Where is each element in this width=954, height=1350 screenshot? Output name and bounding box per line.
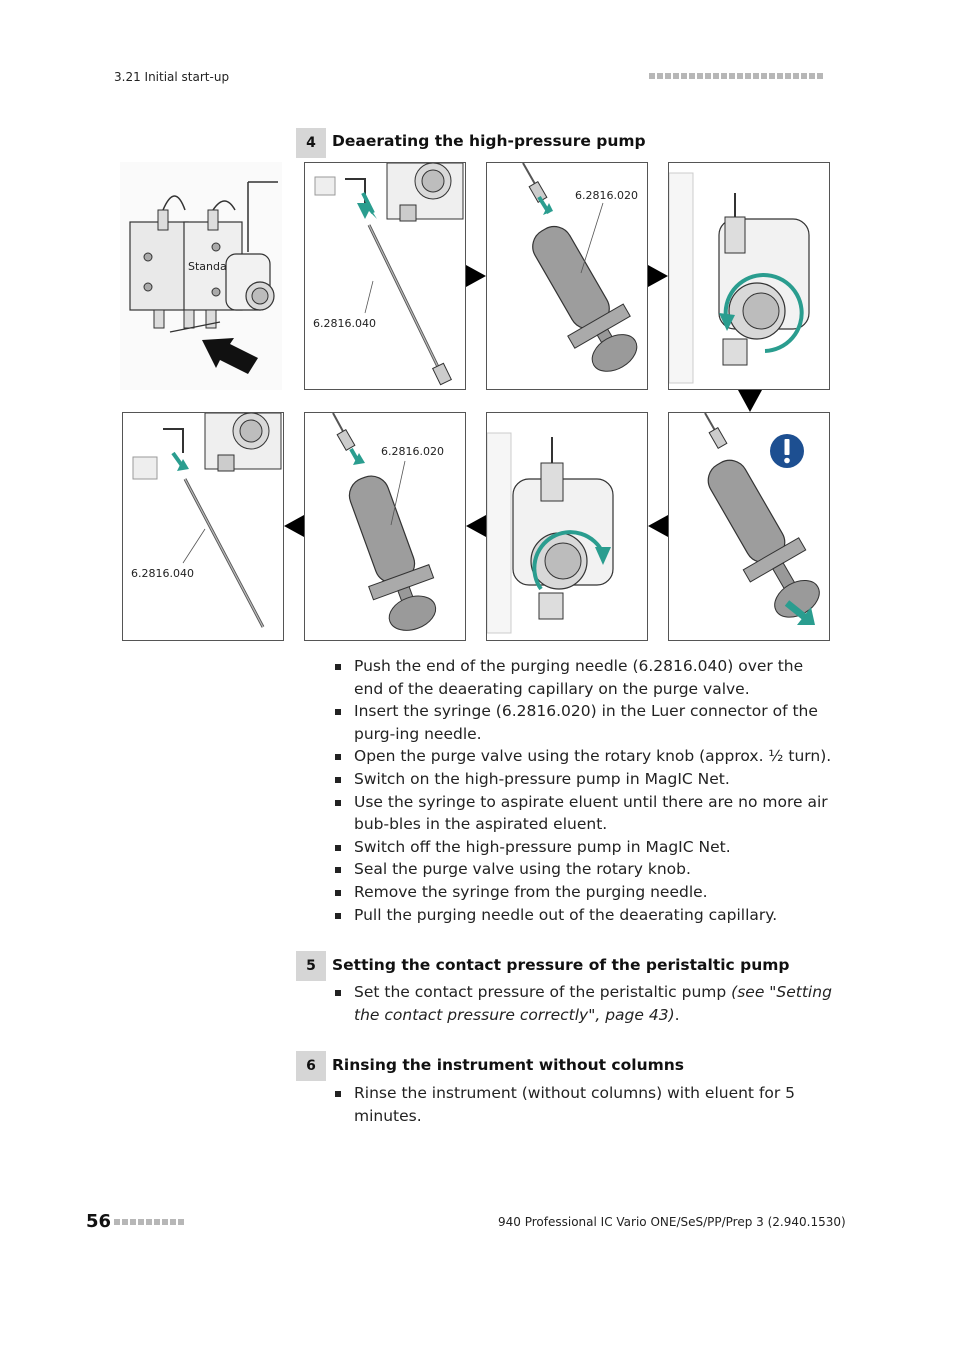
list-item: Set the contact pressure of the peristal… <box>333 981 833 1026</box>
step-title-5: Setting the contact pressure of the peri… <box>332 956 790 974</box>
figure-panel-aspirate <box>668 412 830 641</box>
step-number-6: 6 <box>296 1051 326 1081</box>
list-item: Switch off the high-pressure pump in Mag… <box>333 836 833 859</box>
step-title-6: Rinsing the instrument without columns <box>332 1056 685 1074</box>
push-arrow-icon <box>202 338 258 374</box>
sequence-arrow-right <box>648 265 668 287</box>
figure-panel-syringe-insert: 6.2816.020 <box>486 162 648 390</box>
sequence-arrow-left <box>648 515 668 537</box>
footer-decoration <box>114 1219 184 1225</box>
figure-panel-needle-attach: 6.2816.040 <box>304 162 466 390</box>
needle-label: 6.2816.040 <box>131 567 194 580</box>
page-number: 56 <box>86 1211 112 1232</box>
header-decoration <box>649 73 823 79</box>
list-item: Remove the syringe from the purging need… <box>333 881 833 904</box>
list-item: Push the end of the purging needle (6.28… <box>333 655 833 700</box>
sequence-arrow-left <box>466 515 486 537</box>
sequence-arrow-down <box>738 390 762 412</box>
list-item: Pull the purging needle out of the deaer… <box>333 904 833 927</box>
list-item: Switch on the high-pressure pump in MagI… <box>333 768 833 791</box>
figure-panel-open-valve <box>668 162 830 390</box>
list-item: Seal the purge valve using the rotary kn… <box>333 858 833 881</box>
list-item: Open the purge valve using the rotary kn… <box>333 745 833 768</box>
syringe-label: 6.2816.020 <box>575 189 638 202</box>
page-reference-link[interactable]: (see "Setting the contact pressure corre… <box>354 983 832 1024</box>
step-number-5: 5 <box>296 951 326 981</box>
step-title-4: Deaerating the high-pressure pump <box>332 132 646 150</box>
syringe-label: 6.2816.020 <box>381 445 444 458</box>
step-number-4: 4 <box>296 128 326 158</box>
figure-panel-close-valve <box>486 412 648 641</box>
rotate-arrow-icon <box>723 273 804 353</box>
needle-label: 6.2816.040 <box>313 317 376 330</box>
figure-panel-syringe-remove: 6.2816.020 <box>304 412 466 641</box>
sequence-arrow-right <box>466 265 486 287</box>
step5-instructions: Set the contact pressure of the peristal… <box>333 981 833 1026</box>
rotate-arrow-icon <box>532 530 605 591</box>
step6-instructions: Rinse the instrument (without columns) w… <box>333 1082 833 1127</box>
figure-overview: Standard <box>120 162 282 390</box>
footer-document-title: 940 Professional IC Vario ONE/SeS/PP/Pre… <box>498 1215 846 1229</box>
figure-panel-needle-remove: 6.2816.040 <box>122 412 284 641</box>
list-item: Use the syringe to aspirate eluent until… <box>333 791 833 836</box>
sequence-arrow-left <box>284 515 304 537</box>
list-item: Insert the syringe (6.2816.020) in the L… <box>333 700 833 745</box>
step4-instructions: Push the end of the purging needle (6.28… <box>333 655 833 926</box>
list-item: Rinse the instrument (without columns) w… <box>333 1082 833 1127</box>
running-header: 3.21 Initial start-up <box>114 70 230 84</box>
exclamation-icon <box>770 434 804 468</box>
